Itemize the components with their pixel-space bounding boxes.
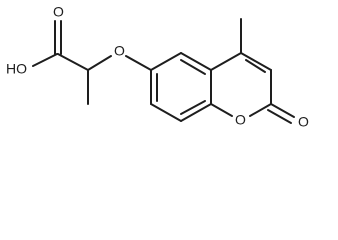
bond-ring-a-inner-2 — [180, 100, 206, 115]
chemical-structure-diagram: HO O O O O — [6, 4, 309, 130]
bond-lactone-carbonyl-b — [267, 109, 292, 124]
bond-ring-a-2 — [180, 52, 212, 71]
bond-ring-b-1 — [210, 52, 242, 71]
ring-oxygen-label: O — [235, 112, 246, 128]
bond-ring-b-inner-c3-c4 — [245, 59, 266, 73]
bond-ring-a-4 — [180, 103, 212, 122]
lactone-carbonyl-oxygen-label: O — [298, 114, 309, 130]
ether-oxygen-label: O — [114, 43, 125, 59]
bond-ring-b-4 — [249, 103, 272, 117]
bond-lactone-carbonyl-a — [270, 103, 295, 118]
bond-ring-b-5 — [210, 103, 233, 117]
acid-carbonyl-oxygen-label: O — [53, 4, 64, 20]
bond-ring-a-5 — [150, 103, 182, 122]
bond-ring-a-inner-1 — [180, 59, 206, 75]
bond-ring-a-1 — [150, 52, 182, 71]
bond-alpha-carbon-to-ether-oxygen — [87, 55, 112, 71]
bond-carboxyl-carbon-to-alpha-carbon — [57, 53, 89, 71]
bond-hydroxyl-to-carboxyl-carbon — [32, 53, 58, 67]
bond-ring-b-2 — [240, 52, 272, 71]
bond-ether-oxygen-to-aromatic-carbon — [125, 55, 152, 71]
hydroxyl-label: HO — [6, 61, 27, 77]
